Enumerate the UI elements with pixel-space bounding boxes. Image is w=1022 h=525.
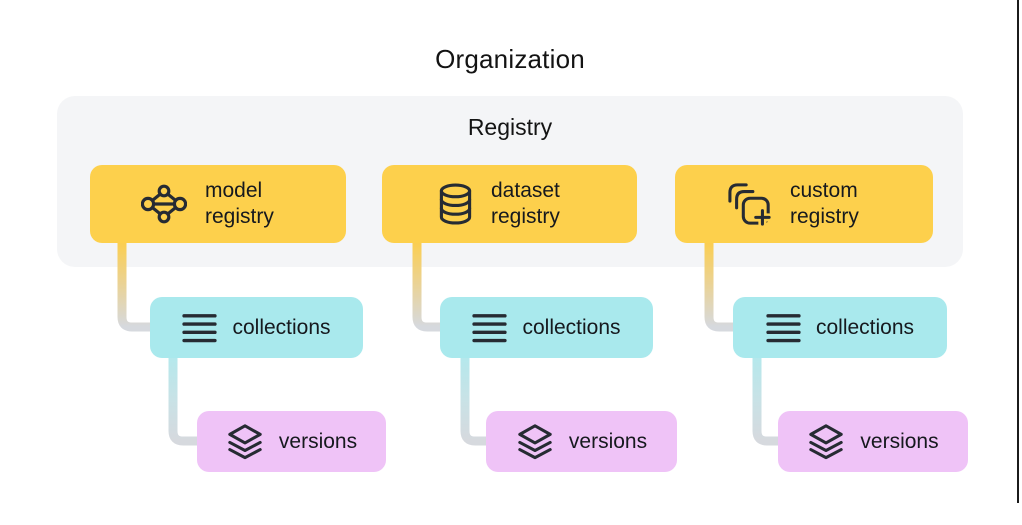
collections-label-3: collections bbox=[815, 315, 915, 339]
connector-collections-versions-3 bbox=[752, 358, 780, 446]
dataset-registry-box: dataset registry bbox=[382, 165, 637, 243]
versions-box-3: versions bbox=[778, 411, 968, 472]
collections-box-3: collections bbox=[733, 297, 947, 358]
connector-registry-collections-3 bbox=[704, 242, 735, 332]
custom-registry-icon bbox=[728, 183, 772, 226]
window-edge-line bbox=[1017, 0, 1019, 503]
versions-box-2: versions bbox=[486, 411, 677, 472]
collections-label-1: collections bbox=[232, 315, 331, 339]
connector-collections-versions-1 bbox=[168, 358, 199, 446]
model-registry-icon bbox=[141, 184, 187, 224]
connector-registry-collections-2 bbox=[412, 242, 442, 332]
dataset-registry-label: dataset registry bbox=[491, 178, 560, 228]
page-title: Organization bbox=[435, 44, 585, 74]
registry-panel-label: Registry bbox=[467, 114, 553, 140]
model-registry-label: model registry bbox=[205, 178, 274, 228]
versions-layers-icon bbox=[518, 424, 552, 460]
collections-box-1: collections bbox=[150, 297, 363, 358]
versions-label-2: versions bbox=[568, 429, 648, 453]
versions-label-1: versions bbox=[278, 429, 358, 453]
connector-registry-collections-1 bbox=[117, 242, 152, 332]
custom-registry-box: custom registry bbox=[675, 165, 933, 243]
model-registry-box: model registry bbox=[90, 165, 346, 243]
dataset-registry-icon bbox=[439, 183, 472, 224]
versions-layers-icon bbox=[228, 424, 262, 460]
collections-list-icon bbox=[472, 313, 508, 342]
collections-list-icon bbox=[766, 313, 801, 342]
versions-layers-icon bbox=[809, 424, 844, 460]
versions-box-1: versions bbox=[197, 411, 386, 472]
versions-label-3: versions bbox=[860, 429, 939, 453]
connector-collections-versions-2 bbox=[460, 358, 488, 446]
collections-label-2: collections bbox=[522, 315, 621, 339]
collections-box-2: collections bbox=[440, 297, 653, 358]
custom-registry-label: custom registry bbox=[790, 178, 859, 228]
collections-list-icon bbox=[182, 313, 218, 342]
